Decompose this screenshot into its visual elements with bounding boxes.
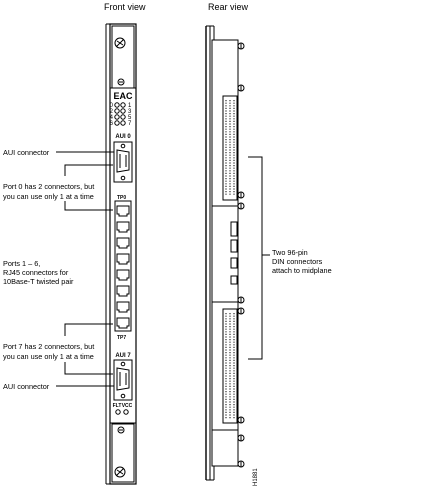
card-name-label: EAC bbox=[113, 91, 133, 101]
led-label-6: 6 bbox=[110, 121, 114, 127]
callout-port7-line1: Port 7 has 2 connectors, but bbox=[3, 342, 95, 351]
callout-leaders bbox=[56, 151, 270, 387]
rear-panel bbox=[205, 25, 239, 481]
led-label-3: 3 bbox=[128, 109, 132, 115]
rear-screw-icons bbox=[237, 42, 245, 468]
front-view-title: Front view bbox=[104, 2, 146, 12]
front-bottom-small-screw-icon bbox=[117, 426, 125, 434]
front-panel bbox=[105, 23, 137, 485]
led-label-2: 2 bbox=[110, 109, 114, 115]
figure-id: H1881 bbox=[253, 468, 259, 486]
led-label-7: 7 bbox=[128, 121, 132, 127]
led-label-4: 4 bbox=[110, 115, 114, 121]
callout-ports-line3: 10Base-T twisted pair bbox=[3, 277, 74, 286]
led-label-0: 0 bbox=[110, 103, 114, 109]
rear-view-title: Rear view bbox=[208, 2, 249, 12]
status-leds bbox=[114, 102, 126, 126]
callout-aui-bottom: AUI connector bbox=[3, 382, 50, 391]
callout-din-line2: DIN connectors bbox=[272, 257, 323, 266]
callout-ports-line1: Ports 1 – 6, bbox=[3, 259, 41, 268]
callout-din-line1: Two 96-pin bbox=[272, 248, 308, 257]
front-top-screw-icon bbox=[114, 37, 126, 49]
flt-vcc-leds bbox=[115, 409, 129, 415]
lower-din-connector bbox=[222, 308, 238, 424]
rj45-ports bbox=[114, 200, 132, 332]
bottom-ejector bbox=[111, 423, 135, 483]
aui-top-panel-label: AUI 0 bbox=[115, 134, 131, 140]
rear-middle-components bbox=[230, 221, 238, 285]
callout-din-line3: attach to midplane bbox=[272, 266, 332, 275]
callout-port0-line1: Port 0 has 2 connectors, but bbox=[3, 182, 95, 191]
callout-port0-line2: you can use only 1 at a time bbox=[3, 192, 94, 201]
callout-ports-line2: RJ45 connectors for bbox=[3, 268, 69, 277]
aui-top-connector bbox=[113, 141, 133, 183]
led-label-5: 5 bbox=[128, 115, 132, 121]
callout-aui-top: AUI connector bbox=[3, 148, 50, 157]
aui-bottom-connector bbox=[113, 359, 133, 401]
callout-port7-line2: you can use only 1 at a time bbox=[3, 352, 94, 361]
flt-panel-label: FLT bbox=[113, 403, 122, 409]
aui-bottom-panel-label: AUI 7 bbox=[115, 353, 131, 359]
front-bottom-screw-icon bbox=[114, 466, 126, 478]
tp0-panel-label: TP0 bbox=[117, 195, 126, 201]
upper-din-connector bbox=[222, 95, 238, 201]
front-small-screw-icon bbox=[117, 78, 125, 86]
tp7-panel-label: TP7 bbox=[117, 335, 126, 341]
vcc-panel-label: VCC bbox=[122, 403, 133, 409]
top-ejector bbox=[111, 25, 135, 89]
led-label-1: 1 bbox=[128, 103, 132, 109]
